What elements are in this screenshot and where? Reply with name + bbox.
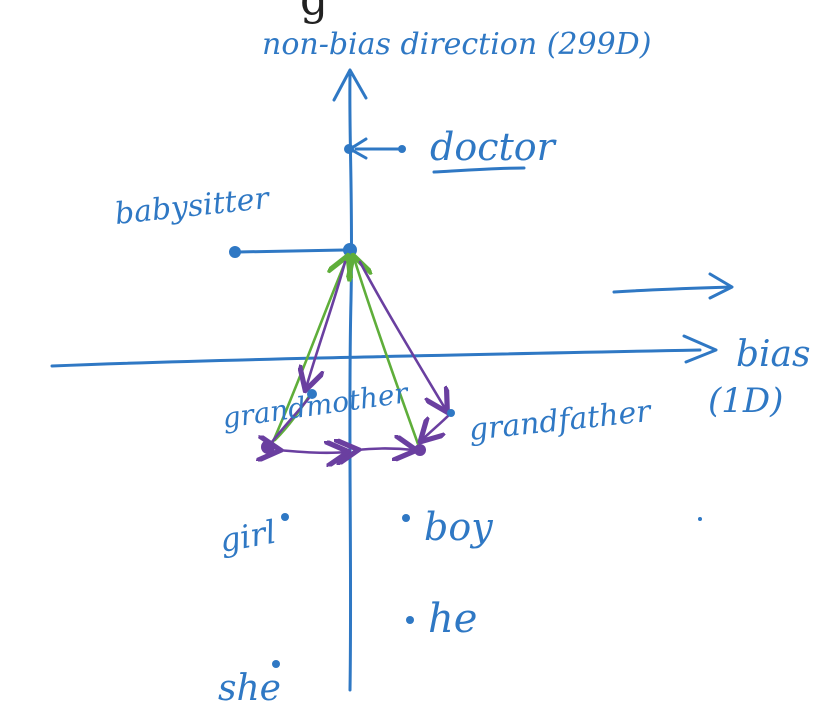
y-axis-arrowhead [332, 68, 368, 102]
boy-label: boy [424, 505, 493, 549]
projection-direction-arrow [612, 285, 732, 294]
grandmother-original-point [307, 389, 317, 399]
babysitter-label: babysitter [113, 181, 272, 232]
purple-horizontal-left [278, 450, 346, 453]
babysitter-projection-line [236, 248, 346, 254]
projection-direction-arrowhead [708, 272, 734, 300]
doctor-projected-point [344, 144, 354, 154]
doctor-underline [432, 166, 526, 174]
babysitter-point [229, 246, 241, 258]
y-axis [348, 73, 354, 692]
x-axis-arrowhead [682, 334, 718, 364]
x-axis [50, 348, 702, 368]
purple-arrow-grandfather-original [358, 260, 446, 410]
stray-speck [698, 517, 702, 521]
doctor-label: doctor [430, 125, 558, 169]
boy-point [402, 514, 410, 522]
green-arrow-grandfather-to-babysitter [354, 258, 420, 446]
he-point [406, 616, 414, 624]
purple-arrow-grandfather-equalized [422, 412, 452, 440]
grandfather-label: grandfather [467, 394, 654, 448]
grandfather-original-point [447, 409, 455, 417]
doctor-point [398, 145, 406, 153]
he-label: he [428, 596, 477, 642]
green-arrow-grandmother-to-babysitter [270, 258, 347, 446]
girl-label: girl [217, 513, 279, 560]
grandmother-equalized-point [261, 440, 275, 454]
she-label: she [218, 668, 281, 709]
purple-arrow-grandmother-original [306, 260, 347, 388]
grandmother-label: grandmother [220, 376, 411, 435]
purple-horizontal-right [356, 449, 414, 451]
she-point [272, 660, 280, 668]
grandfather-equalized-point [414, 444, 426, 456]
y-axis-label: non-bias direction (299D) [262, 27, 651, 62]
top-partial-heading: g [300, 0, 328, 25]
x-axis-label: bias [736, 334, 811, 375]
x-axis-sublabel: (1D) [708, 381, 783, 421]
girl-point [281, 513, 289, 521]
babysitter-projected-point [343, 243, 357, 257]
